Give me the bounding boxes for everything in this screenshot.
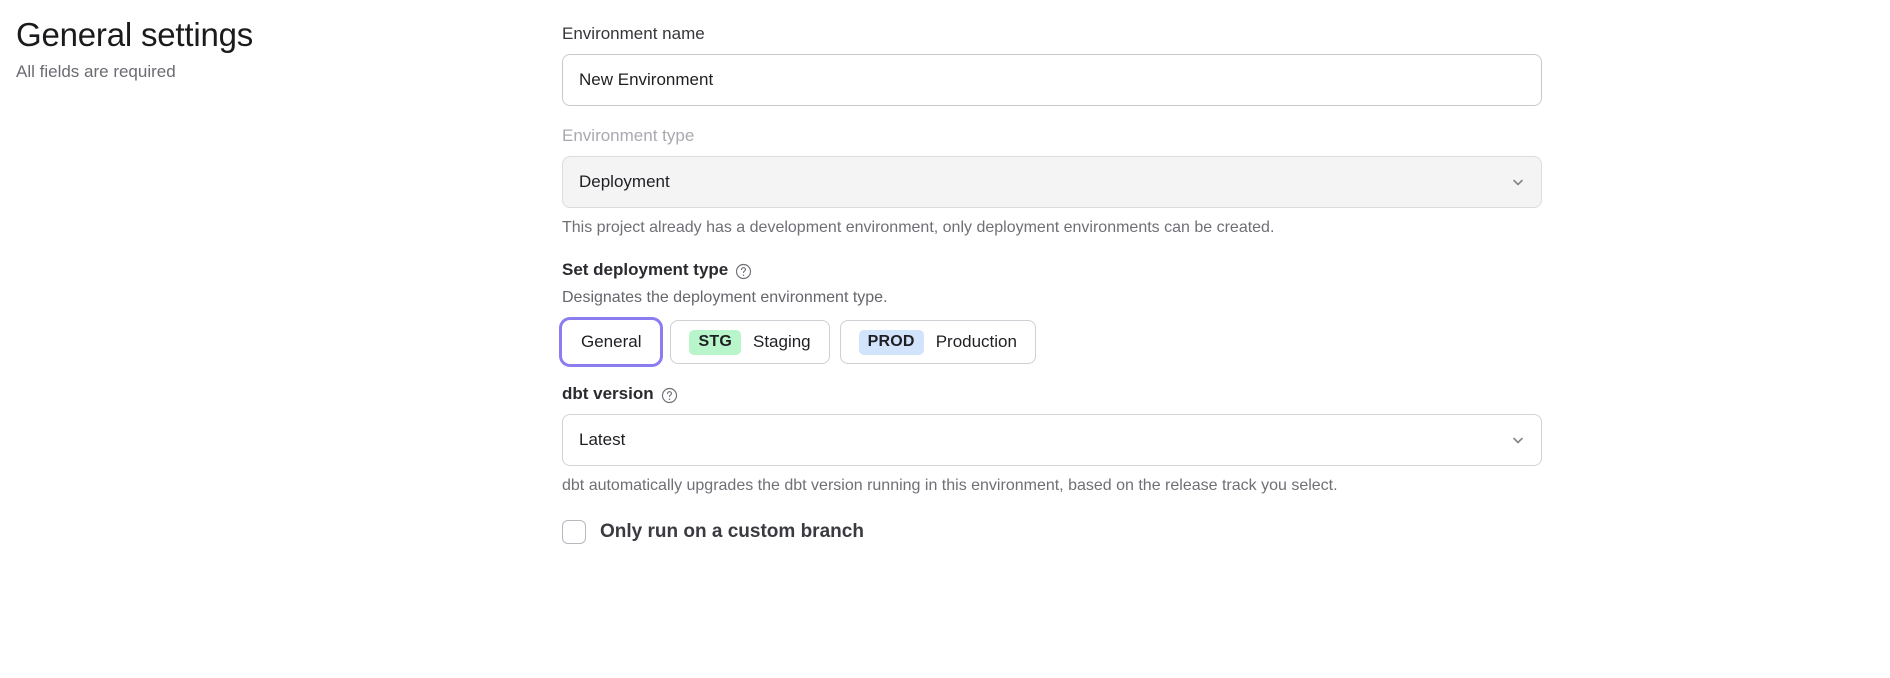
environment-type-helper: This project already has a development e… [562, 219, 1275, 236]
environment-type-label: Environment type [562, 126, 695, 145]
production-badge: PROD [858, 329, 924, 355]
deployment-type-options: General STG Staging PROD Production [562, 320, 1542, 364]
custom-branch-field[interactable]: Only run on a custom branch [562, 520, 1542, 544]
chevron-down-icon [1511, 433, 1525, 447]
deployment-type-option-production-label: Production [935, 332, 1017, 351]
dbt-version-label-text: dbt version [562, 384, 654, 403]
environment-name-value: New Environment [579, 70, 714, 89]
deployment-type-option-staging[interactable]: STG Staging [670, 320, 830, 364]
deployment-type-description: Designates the deployment environment ty… [562, 289, 888, 306]
dbt-version-label: dbt version [562, 382, 1542, 406]
deployment-type-option-production[interactable]: PROD Production [839, 320, 1036, 364]
deployment-type-field: Set deployment type Designates the deplo… [562, 258, 1542, 364]
environment-name-field: Environment name New Environment [562, 22, 1542, 106]
environment-type-field: Environment type Deployment This project… [562, 124, 1542, 240]
deployment-type-label: Set deployment type [562, 258, 1542, 282]
staging-badge: STG [689, 329, 741, 355]
deployment-type-option-general-label: General [581, 332, 642, 351]
settings-form: Environment name New Environment Environ… [562, 22, 1542, 544]
custom-branch-label: Only run on a custom branch [600, 521, 864, 542]
dbt-version-field: dbt version Latest dbt automatically upg… [562, 382, 1542, 498]
help-circle-icon[interactable] [735, 263, 752, 280]
dbt-version-select[interactable]: Latest [562, 414, 1542, 466]
page-subtitle: All fields are required [16, 62, 176, 81]
environment-type-select[interactable]: Deployment [562, 156, 1542, 208]
dbt-version-helper: dbt automatically upgrades the dbt versi… [562, 477, 1338, 494]
deployment-type-label-text: Set deployment type [562, 260, 729, 279]
deployment-type-option-general[interactable]: General [562, 320, 661, 364]
environment-name-label: Environment name [562, 24, 705, 43]
settings-header: General settings All fields are required [16, 14, 516, 84]
help-circle-icon[interactable] [661, 387, 678, 404]
custom-branch-checkbox[interactable] [562, 520, 586, 544]
chevron-down-icon [1511, 175, 1525, 189]
page-title: General settings [16, 16, 254, 53]
environment-type-value: Deployment [579, 172, 670, 191]
dbt-version-value: Latest [579, 430, 626, 449]
environment-name-input[interactable]: New Environment [562, 54, 1542, 106]
deployment-type-option-staging-label: Staging [752, 332, 811, 351]
